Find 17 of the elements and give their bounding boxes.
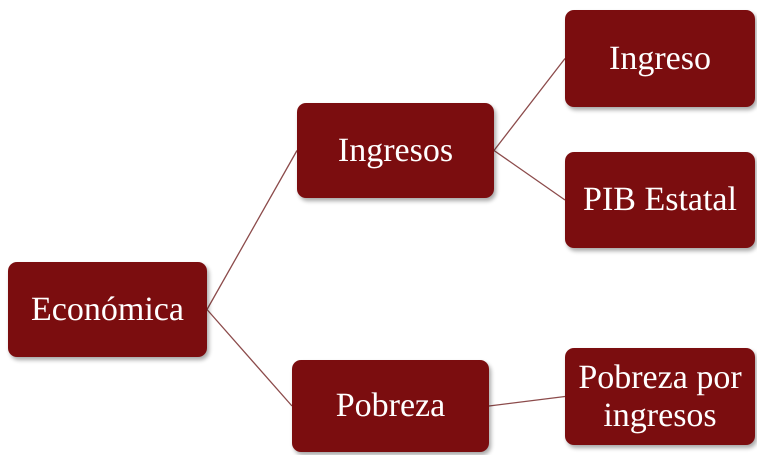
process-box [292, 360, 489, 452]
node-label: Ingreso [609, 40, 711, 78]
node-label: PIB Estatal [583, 181, 737, 219]
node-label: Económica [31, 290, 184, 328]
process-box [8, 262, 207, 357]
process-box [565, 152, 755, 248]
process-box [565, 348, 755, 445]
connector-line [494, 150, 566, 201]
node-label: Pobreza [336, 387, 446, 425]
connector-line [493, 58, 566, 151]
node-label: Pobreza por ingresos [577, 359, 743, 434]
connector-line [206, 150, 298, 310]
process-box [565, 10, 755, 107]
connector-line [488, 396, 566, 407]
process-box [297, 103, 494, 198]
node-label: Ingresos [338, 132, 454, 170]
connector-line [206, 309, 292, 406]
